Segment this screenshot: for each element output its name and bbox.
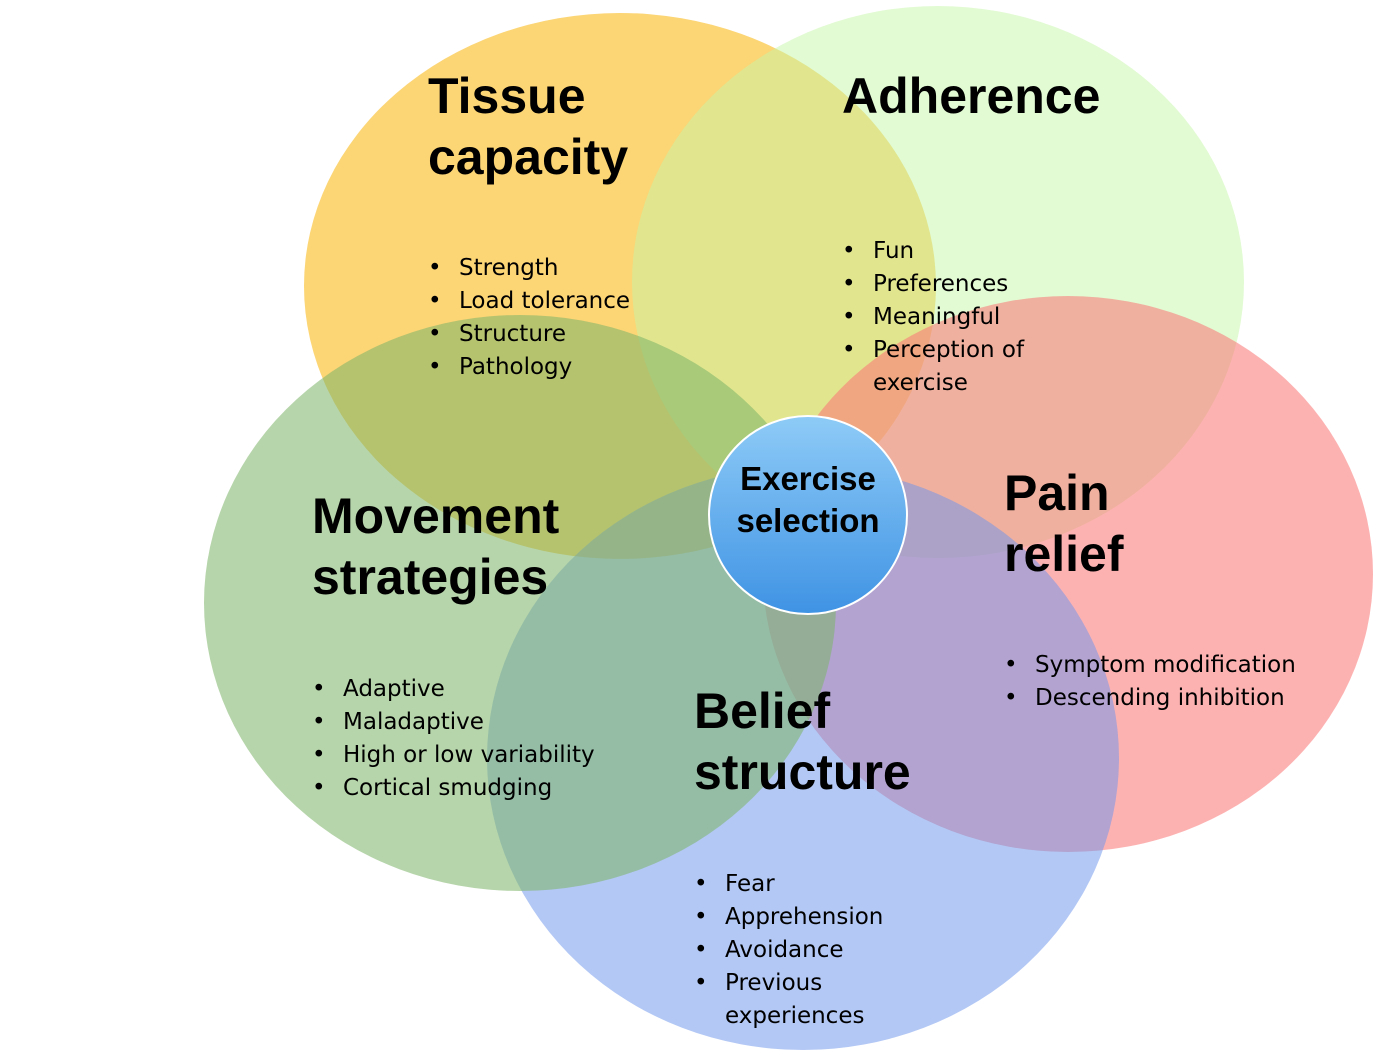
list-item: High or low variability [312,739,595,772]
pain-relief-title: Pain relief [1004,465,1124,582]
list-item: Maladaptive [312,706,595,739]
movement-strategies-list: Adaptive Maladaptive High or low variabi… [312,673,595,805]
list-item: Meaningful [842,301,1042,334]
adherence-title: Adherence [842,68,1101,124]
list-item: Structure [428,318,630,351]
list-item: Avoidance [694,934,914,967]
list-item: Preferences [842,268,1042,301]
tissue-capacity-title: Tissue capacity [428,68,629,185]
center-circle [708,415,908,615]
list-item: Perception of exercise [842,334,1042,400]
movement-strategies-title: Movement strategies [312,488,560,605]
list-item: Descending inhibition [1004,682,1296,715]
tissue-capacity-list: Strength Load tolerance Structure Pathol… [428,252,630,384]
list-item: Load tolerance [428,285,630,318]
list-item: Cortical smudging [312,772,595,805]
list-item: Fear [694,868,914,901]
adherence-list: Fun Preferences Meaningful Perception of… [842,235,1042,400]
list-item: Fun [842,235,1042,268]
list-item: Adaptive [312,673,595,706]
exercise-selection-label: Exercise selection [736,460,880,539]
list-item: Pathology [428,351,630,384]
belief-structure-title: Belief structure [694,683,911,800]
list-item: Apprehension [694,901,914,934]
pain-relief-list: Symptom modification Descending inhibiti… [1004,649,1296,715]
belief-structure-list: Fear Apprehension Avoidance Previous exp… [694,868,914,1033]
list-item: Symptom modification [1004,649,1296,682]
list-item: Previous experiences [694,967,914,1033]
list-item: Strength [428,252,630,285]
